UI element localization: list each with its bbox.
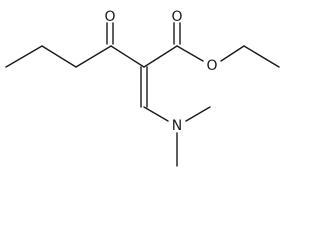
bond-n-me1	[185, 106, 211, 122]
bond-c5-c6	[143, 45, 178, 68]
bond-c7-c8	[243, 45, 280, 68]
carbonyl-oxygen-label: O	[171, 9, 182, 25]
bond-c2-c3	[41, 45, 77, 68]
amine-nitrogen-label: N	[172, 118, 182, 134]
ester-oxygen-label: O	[206, 58, 217, 74]
bond-c9-n	[143, 106, 169, 122]
bond-c1-c2	[5, 45, 43, 68]
ketone-oxygen-label: O	[104, 9, 115, 25]
bond-oester-c7	[220, 45, 245, 62]
bond-c6-oester	[176, 45, 204, 62]
bond-c4-c5	[110, 45, 145, 68]
skeletal-structure: O O O N	[5, 9, 280, 167]
bond-c3-c4	[75, 45, 112, 68]
